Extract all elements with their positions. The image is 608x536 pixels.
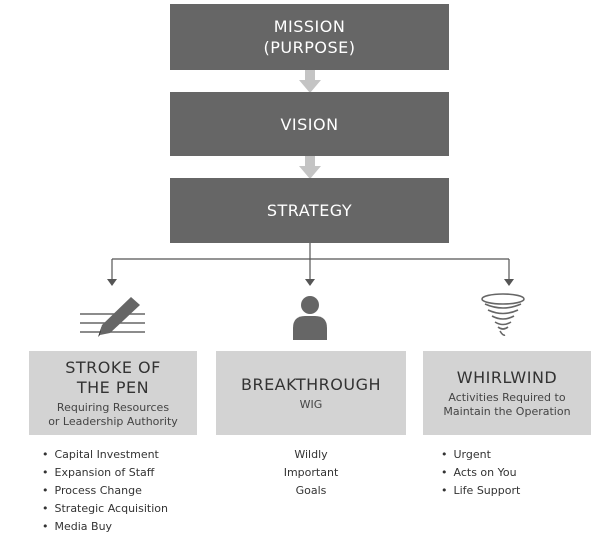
arrow-mission-to-vision: [299, 70, 321, 93]
person-icon: [293, 296, 327, 340]
mission-box: MISSION (PURPOSE): [170, 4, 449, 70]
strategy-label: STRATEGY: [266, 201, 353, 220]
breakthrough-title: BREAKTHROUGH: [240, 374, 382, 394]
pen-icon: [80, 297, 145, 337]
arrow-vision-to-strategy: [299, 156, 321, 179]
breakthrough-subtitle: WIG: [299, 397, 323, 411]
list-item: Life Support: [441, 482, 521, 500]
list-item: Wildly: [294, 448, 328, 461]
list-item: Important: [283, 466, 339, 479]
whirlwind-title: WHIRLWIND: [456, 367, 558, 387]
mission-label: MISSION: [273, 17, 346, 36]
whirlwind-subtitle-2: Maintain the Operation: [443, 404, 571, 418]
strategy-box: STRATEGY: [170, 178, 449, 243]
stroke-of-the-pen-subtitle: Requiring Resources or Leadership Author…: [48, 401, 178, 429]
whirlwind-box: WHIRLWIND Activities Required to Maintai…: [423, 351, 591, 435]
arrowhead-left: [107, 279, 117, 286]
branch-connector: [111, 243, 510, 280]
breakthrough-box: BREAKTHROUGH WIG: [216, 351, 406, 435]
breakthrough-list: Wildly Important Goals: [216, 446, 406, 500]
stroke-of-the-pen-box: STROKE OF THE PEN Requiring Resources or…: [29, 351, 197, 435]
vision-box: VISION: [170, 92, 449, 156]
list-item: Process Change: [42, 482, 168, 500]
arrowhead-right: [504, 279, 514, 286]
tornado-icon: [481, 293, 525, 336]
mission-sublabel: (PURPOSE): [263, 38, 356, 57]
list-item: Media Buy: [42, 518, 168, 536]
list-item: Capital Investment: [42, 446, 168, 464]
whirlwind-list: Urgent Acts on You Life Support: [441, 446, 521, 500]
whirlwind-subtitle: Activities Required to Maintain the Oper…: [443, 391, 570, 419]
stroke-of-the-pen-title-1: STROKE OF: [65, 357, 161, 377]
stroke-of-the-pen-title-2: THE PEN: [76, 377, 150, 397]
list-item: Urgent: [441, 446, 520, 464]
stroke-of-the-pen-subtitle-2: or Leadership Authority: [48, 414, 178, 428]
arrowhead-center: [305, 279, 315, 286]
vision-label: VISION: [280, 114, 339, 134]
stroke-of-the-pen-subtitle-1: Requiring Resources: [56, 400, 170, 414]
whirlwind-subtitle-1: Activities Required to: [448, 390, 566, 404]
stroke-of-the-pen-list: Capital Investment Expansion of Staff Pr…: [42, 446, 168, 536]
list-item: Goals: [295, 484, 327, 497]
list-item: Acts on You: [441, 464, 520, 482]
list-item: Expansion of Staff: [42, 464, 168, 482]
list-item: Strategic Acquisition: [42, 500, 168, 518]
